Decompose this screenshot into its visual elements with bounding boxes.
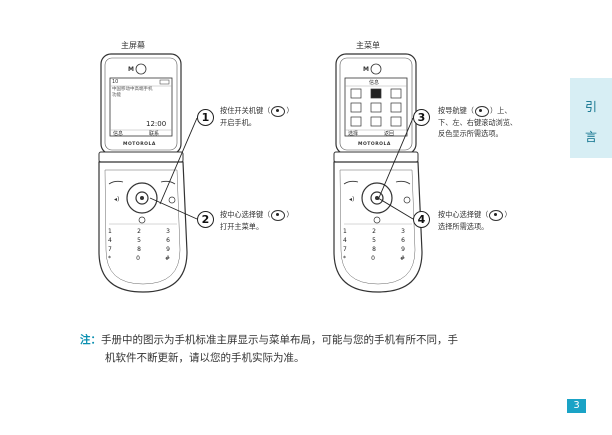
step-2-text-b: ） <box>286 210 294 219</box>
key-7[interactable]: 7 <box>343 246 347 253</box>
step-4-text-a: 按中心选择键（ <box>438 210 489 219</box>
navigation-key-icon <box>474 105 489 117</box>
power-key-icon <box>271 105 286 117</box>
key-star[interactable]: * <box>108 255 111 262</box>
key-8[interactable]: 8 <box>137 246 141 253</box>
note-label: 注： <box>80 334 101 346</box>
step-3-text-d: 反色显示所需选项。 <box>438 128 503 138</box>
side-tab-char-1: 引 <box>584 100 597 114</box>
key-6[interactable]: 6 <box>401 237 405 244</box>
center-select-key-icon <box>271 209 286 221</box>
key-6[interactable]: 6 <box>166 237 170 244</box>
keypad-row: 4 5 6 <box>108 236 170 245</box>
key-0[interactable]: 0 <box>371 255 375 262</box>
main-menu-caption: 主菜单 <box>356 41 380 50</box>
home-screen-lines: 中国移动中高端手机 功能 <box>112 87 153 99</box>
step-2-text-c: 打开主菜单。 <box>220 221 264 231</box>
keypad-row: * 0 # <box>343 254 405 263</box>
step-1-text: 按住开关机键（ ） 开启手机。 <box>220 105 294 128</box>
step-3-text-a: 按导航键（ <box>438 106 474 115</box>
center-select-key-icon <box>489 209 504 221</box>
key-3[interactable]: 3 <box>166 228 170 235</box>
step-4-number: 4 <box>413 211 430 228</box>
key-4[interactable]: 4 <box>343 237 347 244</box>
key-5[interactable]: 5 <box>137 237 141 244</box>
step-4-text-c: 选择所需选项。 <box>438 221 489 231</box>
home-softkey-left[interactable]: 信息 <box>113 131 124 137</box>
svg-text:◂): ◂) <box>349 196 354 203</box>
step-2-text-a: 按中心选择键（ <box>220 210 271 219</box>
keypad-row: 7 8 9 <box>108 245 170 254</box>
keypad-row: 4 5 6 <box>343 236 405 245</box>
step-3-text-c: 下、左、右键滚动浏览、 <box>438 117 518 127</box>
motorola-wordmark: MOTOROLA <box>358 142 391 147</box>
home-screen-line: 功能 <box>112 93 121 98</box>
step-1-text-a: 按住开关机键（ <box>220 106 271 115</box>
step-1-text-b: ） <box>286 106 294 115</box>
step-4-text: 按中心选择键（ ） 选择所需选项。 <box>438 209 512 232</box>
step-3-text-b: ）上、 <box>489 106 512 115</box>
svg-text:◂): ◂) <box>114 196 119 203</box>
key-1[interactable]: 1 <box>108 228 112 235</box>
note-line-2: 机软件不断更新，请以您的手机实际为准。 <box>105 352 305 364</box>
home-softkey-right[interactable]: 联系 <box>149 131 160 137</box>
home-keypad: 1 2 3 4 5 6 7 8 9 * 0 # <box>108 227 170 263</box>
menu-keypad: 1 2 3 4 5 6 7 8 9 * 0 # <box>343 227 405 263</box>
menu-screen-title: 信息 <box>369 80 380 86</box>
main-menu-phone-illustration: ◂) <box>333 53 423 293</box>
home-clock: 12:00 <box>146 120 167 128</box>
key-9[interactable]: 9 <box>401 246 405 253</box>
step-1-number: 1 <box>197 109 214 126</box>
note-line-1: 手册中的图示为手机标准主屏显示与菜单布局，可能与您的手机有所不同，手 <box>101 334 458 346</box>
keypad-row: 7 8 9 <box>343 245 405 254</box>
motorola-wordmark: MOTOROLA <box>123 142 156 147</box>
step-2-text: 按中心选择键（ ） 打开主菜单。 <box>220 209 294 232</box>
keypad-row: 1 2 3 <box>108 227 170 236</box>
step-3-number: 3 <box>413 109 430 126</box>
motorola-logo-icon: M <box>363 66 369 73</box>
step-2-number: 2 <box>197 211 214 228</box>
home-screen-phone-illustration: ◂) <box>98 53 188 293</box>
side-tab-char-2: 言 <box>584 130 597 144</box>
key-1[interactable]: 1 <box>343 228 347 235</box>
step-4-text-b: ） <box>504 210 512 219</box>
key-9[interactable]: 9 <box>166 246 170 253</box>
key-2[interactable]: 2 <box>137 228 141 235</box>
chapter-side-tab: 引 言 <box>570 78 612 158</box>
key-hash[interactable]: # <box>399 255 405 262</box>
menu-softkey-right[interactable]: 返回 <box>384 131 395 137</box>
key-3[interactable]: 3 <box>401 228 405 235</box>
key-5[interactable]: 5 <box>372 237 376 244</box>
step-1-text-c: 开启手机。 <box>220 117 256 127</box>
keypad-row: 1 2 3 <box>343 227 405 236</box>
key-0[interactable]: 0 <box>136 255 140 262</box>
footnote: 注：手册中的图示为手机标准主屏显示与菜单布局，可能与您的手机有所不同，手 机软件… <box>80 331 458 367</box>
keypad-row: * 0 # <box>108 254 170 263</box>
motorola-logo-icon: M <box>128 66 134 73</box>
key-hash[interactable]: # <box>164 255 170 262</box>
menu-softkey-left[interactable]: 选择 <box>348 131 359 137</box>
key-4[interactable]: 4 <box>108 237 112 244</box>
key-2[interactable]: 2 <box>372 228 376 235</box>
status-line: 10 <box>112 79 119 85</box>
key-star[interactable]: * <box>343 255 346 262</box>
home-screen-caption: 主屏幕 <box>121 41 145 50</box>
key-8[interactable]: 8 <box>372 246 376 253</box>
key-7[interactable]: 7 <box>108 246 112 253</box>
page-number: 3 <box>567 399 586 413</box>
home-screen-line: 中国移动中高端手机 <box>112 87 153 92</box>
step-3-text: 按导航键（ ）上、 下、左、右键滚动浏览、 反色显示所需选项。 <box>438 105 517 139</box>
